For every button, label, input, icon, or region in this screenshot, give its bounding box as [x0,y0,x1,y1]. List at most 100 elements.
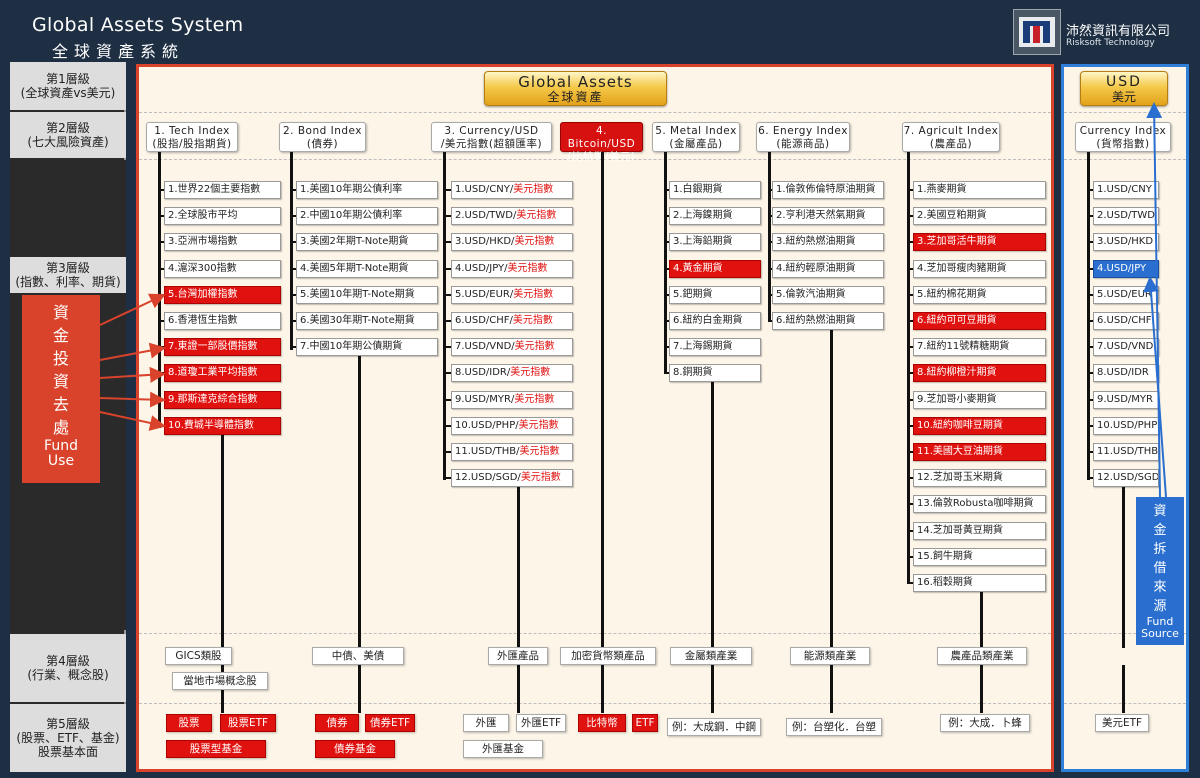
category-bond: 2. Bond Index(債券) [279,122,366,152]
list-item: 2.美國豆粕期貨 [913,207,1046,226]
level4-fx: 外匯產品 [488,647,548,665]
list-item: 5.台灣加權指數 [164,285,281,304]
connector-tick [907,529,913,532]
connector-tick [664,267,669,270]
level5-bitcoin: 比特幣 [578,714,626,732]
list-item: 4.滬深300指數 [164,259,281,278]
level5-usd-etf: 美元ETF [1095,714,1149,732]
level-4-label: 第4層級(行業、概念股) [10,634,126,702]
list-item: 1.燕麥期貨 [913,181,1046,199]
level5-bitcoin-etf: ETF [632,714,658,732]
connector-tick [443,451,451,453]
category-currency-index: Currency Index(貨幣指數) [1075,122,1171,152]
list-item: 7.USD/VND/美元指數 [451,338,573,357]
level5-bond-fund: 債券基金 [315,740,395,758]
level-2-label: 第2層級(七大風險資產) [10,112,126,158]
connector-tick [158,267,164,270]
connector-tick [768,293,772,296]
global-assets-node: Global Assets 全球資產 [484,71,667,106]
list-item: 6.紐約白金期貨 [669,312,761,330]
list-item: 1.美國10年期公債利率 [296,181,438,199]
level4-gics: GICS類股 [165,647,232,665]
list-item: 4.芝加哥瘦肉豬期貨 [913,259,1046,278]
level5-stock-etf: 股票ETF [220,714,276,732]
connector-tick [907,267,913,270]
list-item: 8.USD/IDR [1093,364,1159,383]
list-item: 6.美國30年期T-Note期貨 [296,312,438,330]
connector-tick [290,267,296,270]
connector-tick [443,215,451,218]
connector-tick [1087,189,1093,191]
list-item: 9.那斯達克綜合指數 [164,390,281,409]
connector-tick [1087,372,1093,375]
usd-node: USD 美元 [1080,71,1168,106]
connector-tick [443,372,451,375]
connector-tick [664,215,669,218]
connector-tick [290,320,296,322]
list-item: 5.鈀期貨 [669,285,761,304]
connector-tick [443,398,451,401]
level-5-label: 第5層級(股票、ETF、基金)股票基本面 [10,704,126,772]
list-item: 6.香港恆生指數 [164,312,281,330]
list-item: 5.美國10年期T-Note期貨 [296,285,438,304]
connector-tick [907,451,913,453]
connector-tick [158,241,164,244]
connector-tick [768,215,772,218]
list-item: 11.USD/THB/美元指數 [451,443,573,461]
level5-metal-example: 例：大成鋼．中鋼 [667,718,761,736]
list-item: 14.芝加哥黃豆期貨 [913,521,1046,540]
connector-tick [907,189,913,191]
list-item: 4.黃金期貨 [669,259,761,278]
list-item: 5.紐約棉花期貨 [913,285,1046,304]
list-item: 2.上海鎳期貨 [669,207,761,226]
list-item: 10.USD/PHP [1093,416,1159,435]
list-item: 1.白銀期貨 [669,181,761,199]
list-item: 4.USD/JPY/美元指數 [451,259,573,278]
connector-tick [443,241,451,244]
list-item: 15.飼牛期貨 [913,547,1046,566]
list-item: 2.亨利港天然氣期貨 [772,207,884,226]
system-title: Global Assets System [32,14,244,36]
connector-tick [907,398,913,401]
list-item: 3.USD/HKD/美元指數 [451,233,573,252]
connector-tick [907,503,913,506]
connector-tick [907,346,913,349]
list-item: 2.USD/TWD [1093,207,1159,226]
level5-energy-example: 例：台塑化．台塑 [786,718,882,736]
list-item: 3.紐約熱燃油期貨 [772,233,884,252]
list-item: 4.美國5年期T-Note期貨 [296,259,438,278]
list-item: 3.亞洲市場指數 [164,233,281,252]
company-name-en: Risksoft Technology [1066,38,1155,48]
level4-agri: 農產品類產業 [937,647,1027,665]
list-item: 12.USD/SGD [1093,469,1159,488]
list-item: 3.美國2年期T-Note期貨 [296,233,438,252]
connector-tick [158,189,164,191]
level5-agri-example: 例：大成．卜蜂 [940,714,1030,732]
list-item: 1.倫敦佈倫特原油期貨 [772,181,884,199]
list-item: 7.USD/VND [1093,338,1159,357]
level-1-label: 第1層級(全球資產vs美元) [10,62,126,110]
connector-tick [664,320,669,322]
list-item: 6.USD/CHF [1093,312,1159,330]
connector-tick [1087,241,1093,244]
connector-tick [1087,398,1093,401]
list-item: 10.USD/PHP/美元指數 [451,416,573,435]
list-item: 5.USD/EUR/美元指數 [451,285,573,304]
connector-tick [907,555,913,558]
list-item: 6.紐約可可豆期貨 [913,312,1046,330]
level5-stock-fund: 股票型基金 [166,740,266,758]
list-item: 2.全球股市平均 [164,207,281,226]
level4-local-concept: 當地市場概念股 [172,672,268,690]
category-currency: 3. Currency/USD/美元指數(超額匯率) [431,122,552,152]
list-item: 3.芝加哥活牛期貨 [913,233,1046,252]
connector-tick [768,320,772,322]
level4-energy: 能源類產業 [790,647,870,665]
connector-tick [907,582,913,584]
connector-tick [907,293,913,296]
category-energy: 6. Energy Index(能源商品) [756,122,850,152]
connector-tick [290,189,296,191]
list-item: 16.稻穀期貨 [913,574,1046,592]
list-item: 9.芝加哥小麥期貨 [913,390,1046,409]
list-item: 8.銅期貨 [669,364,761,383]
